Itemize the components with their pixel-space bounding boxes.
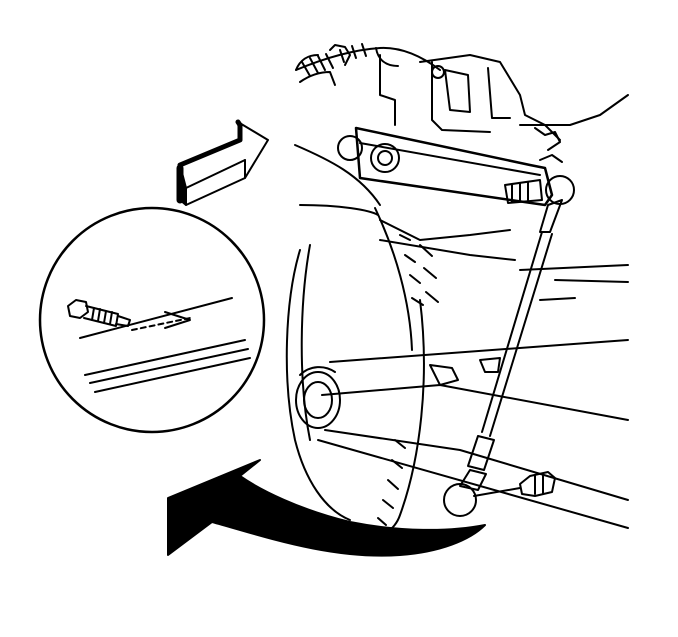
brake-rotor (285, 207, 439, 535)
inset-bolt (67, 299, 131, 327)
detail-inset (38, 206, 266, 434)
sensor-arm (337, 126, 575, 207)
ball-stud (443, 471, 556, 517)
lower-control-arm (317, 339, 629, 529)
curved-leader-arrow (167, 459, 486, 557)
bushing (295, 366, 341, 429)
view-direction-arrow (176, 119, 269, 206)
wiring-harness (295, 43, 445, 79)
frame-bracket (294, 44, 629, 301)
